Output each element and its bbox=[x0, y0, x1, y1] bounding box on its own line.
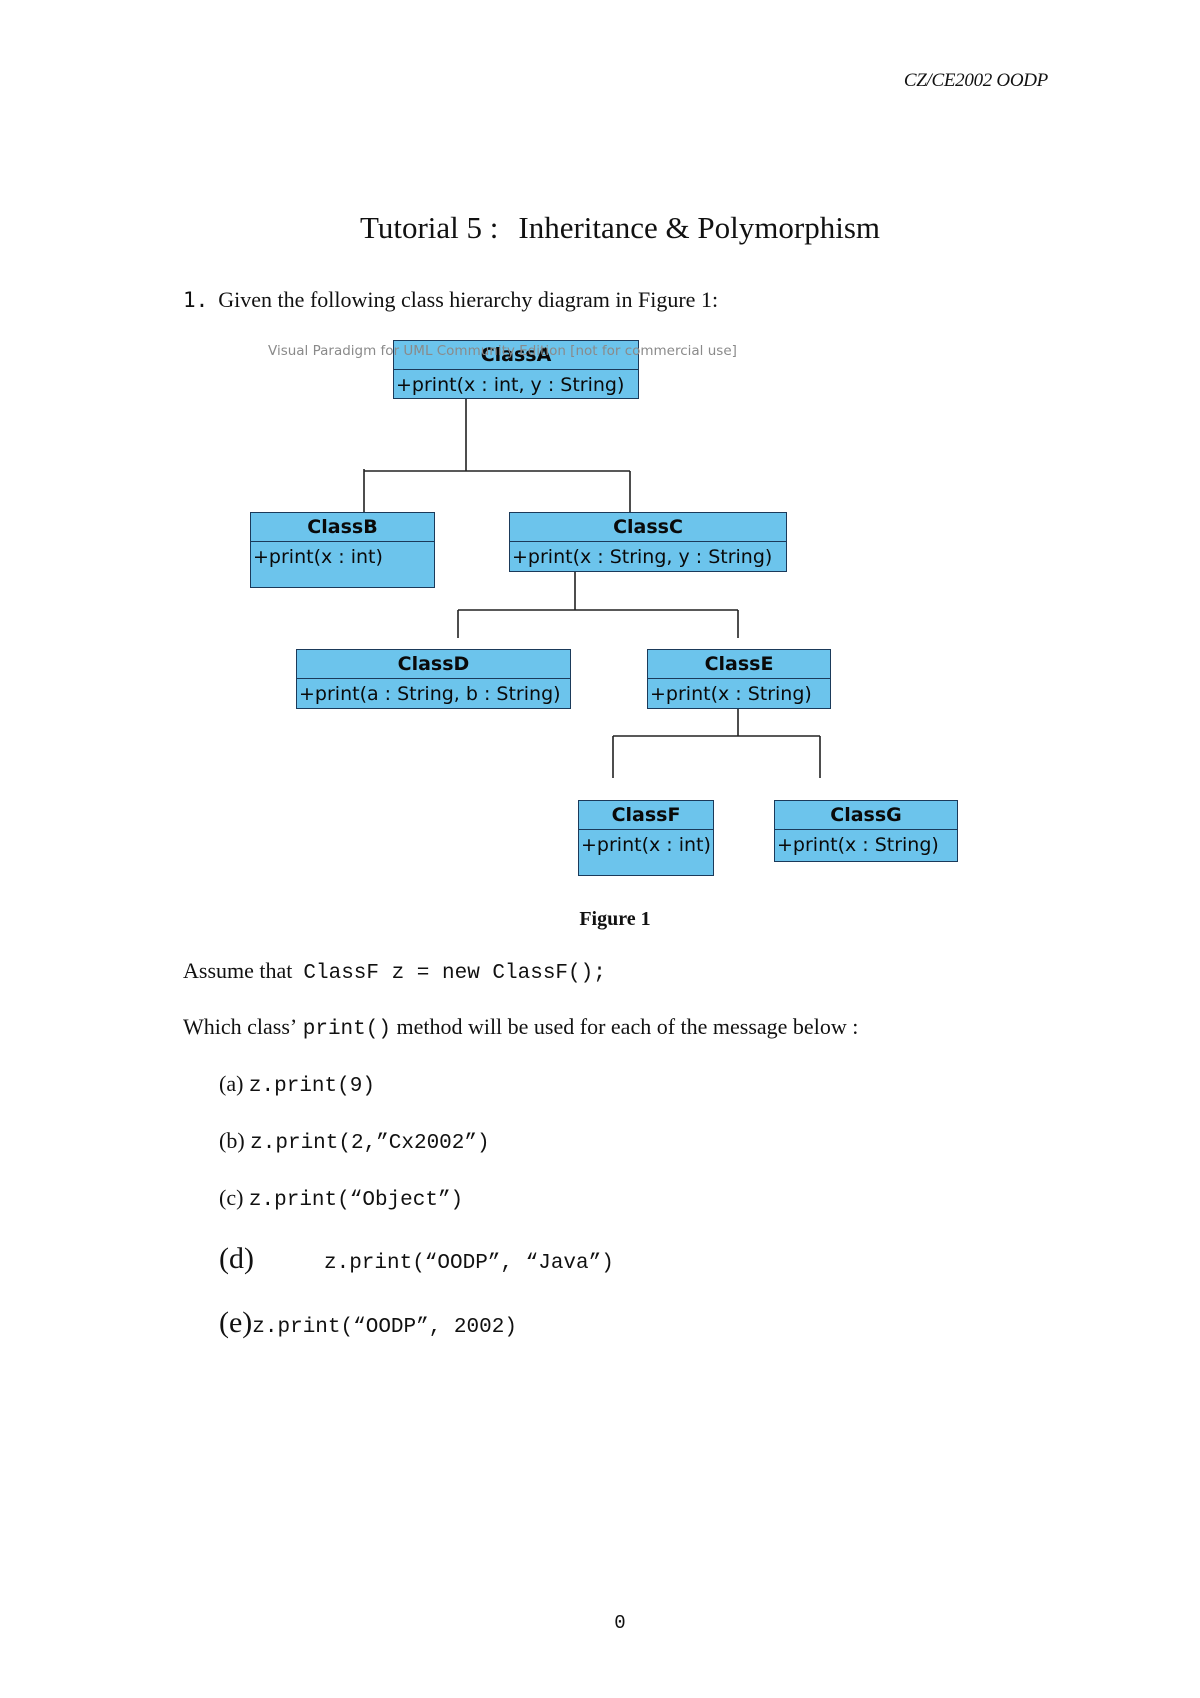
class-name: ClassB bbox=[251, 513, 434, 542]
class-box-e: ClassE +print(x : String) bbox=[647, 649, 831, 709]
item-label: (e) bbox=[219, 1306, 253, 1339]
title-part-1: Tutorial 5 : bbox=[360, 210, 499, 245]
class-name: ClassC bbox=[510, 513, 786, 542]
item-label: (b) bbox=[219, 1128, 245, 1153]
class-operation: +print(x : String, y : String) bbox=[512, 546, 773, 568]
item-a: (a) z.print(9) bbox=[219, 1071, 375, 1098]
item-code: z.print(2,”Cx2002”) bbox=[250, 1132, 490, 1155]
class-operation: +print(x : String) bbox=[650, 683, 812, 705]
class-box-b: ClassB +print(x : int) bbox=[250, 512, 435, 588]
class-operation: +print(x : int) bbox=[581, 834, 711, 856]
item-code: z.print(9) bbox=[248, 1075, 375, 1098]
question-1: 1. Given the following class hierarchy di… bbox=[183, 287, 718, 313]
uml-class-diagram: Visual Paradigm for UML Community Editio… bbox=[250, 340, 970, 900]
which-line: Which class’ print() method will be used… bbox=[183, 1014, 858, 1041]
class-box-c: ClassC +print(x : String, y : String) bbox=[509, 512, 787, 572]
class-box-d: ClassD +print(a : String, b : String) bbox=[296, 649, 571, 709]
page-title: Tutorial 5 : Inheritance & Polymorphism bbox=[0, 210, 1200, 246]
item-e: (e)z.print(“OODP”, 2002) bbox=[219, 1306, 517, 1340]
item-code: z.print(“OODP”, “Java”) bbox=[323, 1252, 614, 1275]
class-operation: +print(x : String) bbox=[777, 834, 939, 856]
connector-a-children bbox=[363, 413, 631, 512]
which-code: print() bbox=[302, 1018, 391, 1041]
title-part-2: Inheritance & Polymorphism bbox=[518, 210, 880, 245]
assume-code: ClassF z = new ClassF(); bbox=[303, 962, 606, 985]
class-name: ClassG bbox=[775, 801, 957, 830]
class-name: ClassF bbox=[579, 801, 713, 830]
assume-line: Assume that ClassF z = new ClassF(); bbox=[183, 958, 606, 985]
which-prefix: Which class’ bbox=[183, 1014, 298, 1039]
page-number: 0 bbox=[614, 1612, 626, 1634]
item-label: (c) bbox=[219, 1185, 244, 1210]
connector-e-children bbox=[612, 694, 821, 778]
item-label: (a) bbox=[219, 1071, 244, 1096]
connector-c-children bbox=[457, 567, 739, 638]
item-b: (b) z.print(2,”Cx2002”) bbox=[219, 1128, 490, 1155]
class-box-a: ClassA +print(x : int, y : String) bbox=[393, 340, 639, 399]
item-d: (d) z.print(“OODP”, “Java”) bbox=[219, 1242, 614, 1276]
class-box-f: ClassF +print(x : int) bbox=[578, 800, 714, 876]
item-code: z.print(“Object”) bbox=[248, 1189, 464, 1212]
item-code: z.print(“OODP”, 2002) bbox=[252, 1316, 517, 1339]
class-operation: +print(a : String, b : String) bbox=[299, 683, 561, 705]
item-label: (d) bbox=[219, 1242, 254, 1275]
class-operation: +print(x : int, y : String) bbox=[396, 374, 625, 396]
question-number: 1. bbox=[183, 288, 209, 312]
class-box-g: ClassG +print(x : String) bbox=[774, 800, 958, 862]
which-suffix: method will be used for each of the mess… bbox=[396, 1014, 859, 1039]
question-text: Given the following class hierarchy diag… bbox=[218, 287, 719, 312]
class-name: ClassD bbox=[297, 650, 570, 679]
class-name: ClassA bbox=[394, 341, 638, 370]
figure-caption: Figure 1 bbox=[579, 908, 651, 930]
class-operation: +print(x : int) bbox=[253, 546, 383, 568]
item-c: (c) z.print(“Object”) bbox=[219, 1185, 463, 1212]
assume-prefix: Assume that bbox=[183, 958, 293, 983]
class-name: ClassE bbox=[648, 650, 830, 679]
page-header: CZ/CE2002 OODP bbox=[903, 70, 1048, 91]
